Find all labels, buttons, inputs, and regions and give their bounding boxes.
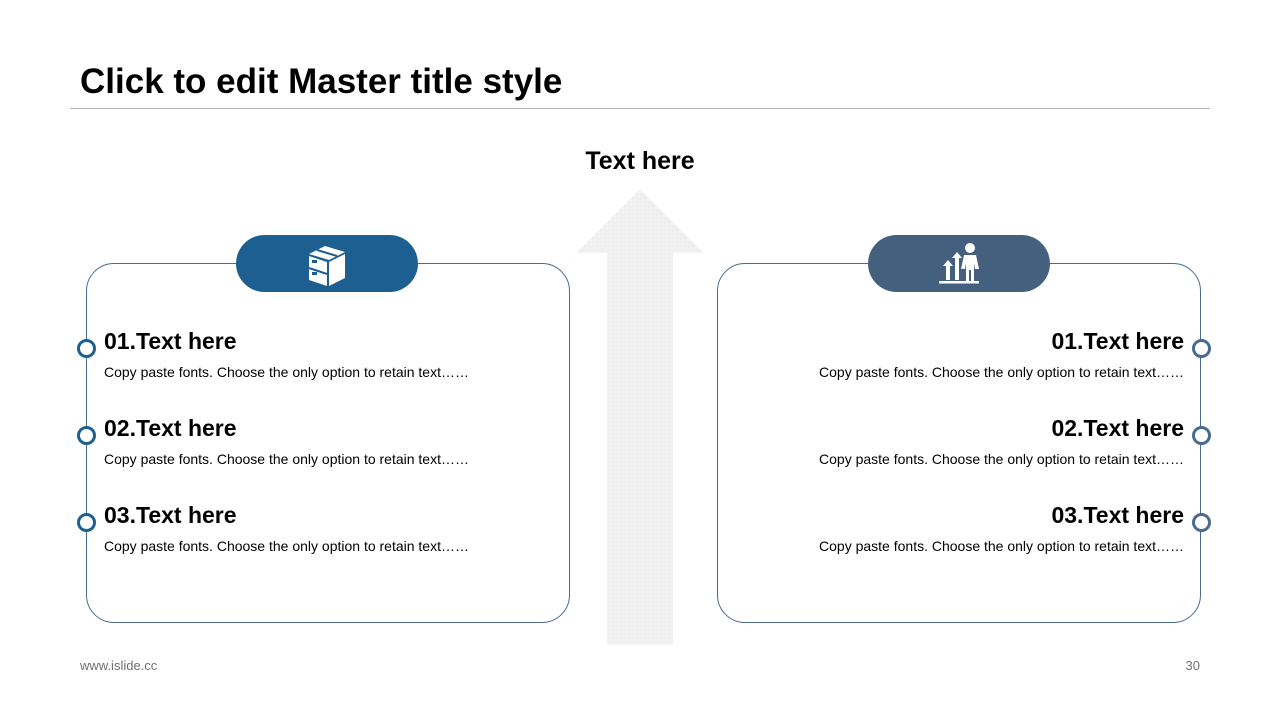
item-description: Copy paste fonts. Choose the only option… (104, 451, 469, 467)
list-item: 01.Text here Copy paste fonts. Choose th… (104, 327, 544, 381)
item-title: 02.Text here (104, 415, 237, 441)
slide-title: Click to edit Master title style (80, 62, 563, 101)
right-card (717, 263, 1201, 623)
item-description: Copy paste fonts. Choose the only option… (819, 451, 1184, 467)
bullet-dot (1192, 339, 1211, 358)
boxes-icon (308, 245, 345, 286)
list-item: 01.Text here Copy paste fonts. Choose th… (744, 327, 1184, 381)
item-title: 03.Text here (104, 502, 237, 528)
person-growth-icon (939, 242, 979, 283)
list-item: 02.Text here Copy paste fonts. Choose th… (104, 414, 544, 468)
item-description: Copy paste fonts. Choose the only option… (104, 364, 469, 380)
item-title: 03.Text here (1051, 502, 1184, 528)
bullet-dot (1192, 426, 1211, 445)
page-number: 30 (1185, 658, 1200, 673)
footer-url: www.islide.cc (80, 658, 158, 673)
item-title: 02.Text here (1051, 415, 1184, 441)
item-description: Copy paste fonts. Choose the only option… (819, 538, 1184, 554)
item-description: Copy paste fonts. Choose the only option… (104, 538, 469, 554)
bullet-dot (77, 513, 96, 532)
bullet-dot (1192, 513, 1211, 532)
bullet-dot (77, 339, 96, 358)
item-title: 01.Text here (1051, 328, 1184, 354)
center-heading: Text here (585, 147, 695, 175)
item-title: 01.Text here (104, 328, 237, 354)
list-item: 03.Text here Copy paste fonts. Choose th… (104, 501, 544, 555)
list-item: 02.Text here Copy paste fonts. Choose th… (744, 414, 1184, 468)
item-description: Copy paste fonts. Choose the only option… (819, 364, 1184, 380)
bullet-dot (77, 426, 96, 445)
left-icon-pill (236, 235, 418, 292)
list-item: 03.Text here Copy paste fonts. Choose th… (744, 501, 1184, 555)
right-icon-pill (868, 235, 1050, 292)
title-divider (70, 108, 1210, 109)
left-card (86, 263, 570, 623)
up-arrow-shape (576, 189, 704, 645)
